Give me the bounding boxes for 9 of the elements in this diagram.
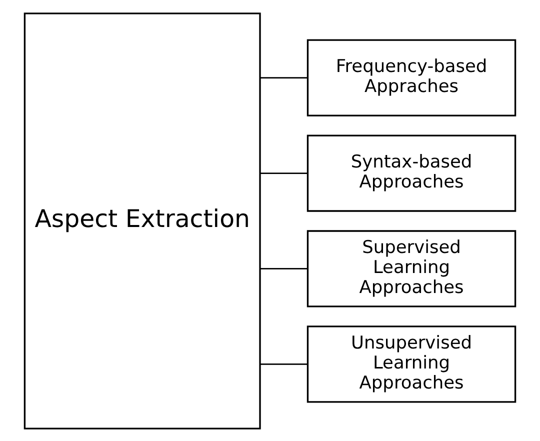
connector xyxy=(260,172,308,174)
node-box: Syntax-based Approaches xyxy=(306,134,516,212)
connector xyxy=(260,363,308,364)
node-box: Supervised Learning Approaches xyxy=(306,230,516,307)
connector xyxy=(260,76,308,78)
node-box: Aspect Extraction xyxy=(24,12,261,429)
node-box: Frequency-based Appraches xyxy=(306,38,516,116)
node-box: Unsupervised Learning Approaches xyxy=(306,325,516,402)
connector xyxy=(260,268,308,269)
